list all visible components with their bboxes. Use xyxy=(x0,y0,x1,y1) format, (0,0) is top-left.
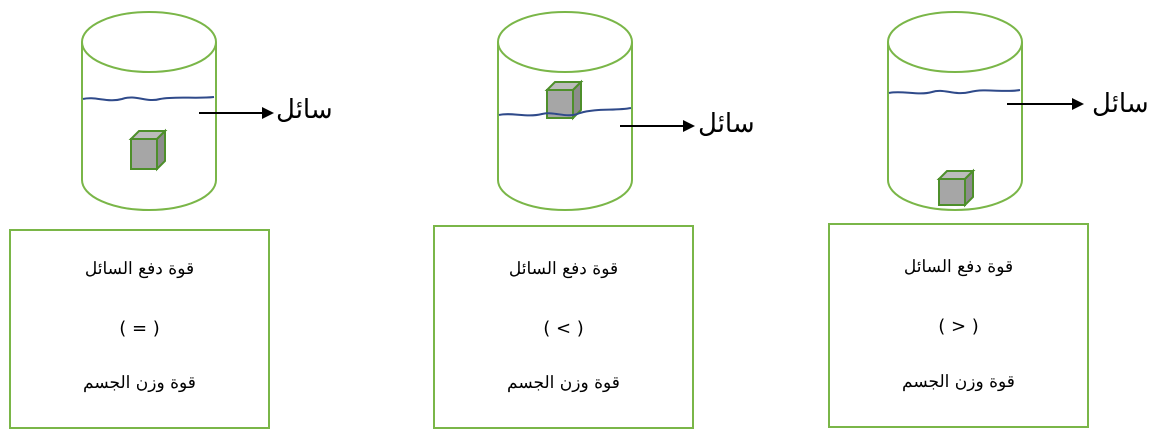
cube xyxy=(544,79,584,121)
comparison-sign: ( = ) xyxy=(119,318,160,339)
liquid-surface-line xyxy=(82,96,215,102)
info-box: قوة دفع السائل ( = ) قوة وزن الجسم xyxy=(9,229,270,429)
beaker-rim xyxy=(887,11,1023,73)
container-diagram xyxy=(497,11,695,211)
panel-sunk: سائل قوة دفع السائل ( > ) قوة وزن الجسم xyxy=(820,0,1149,432)
beaker xyxy=(497,11,633,211)
weight-force-label: قوة وزن الجسم xyxy=(902,372,1015,392)
buoyant-force-label: قوة دفع السائل xyxy=(508,259,619,279)
liquid-surface-line xyxy=(888,89,1021,95)
panel-submerged: سائل قوة دفع السائل ( = ) قوة وزن الجسم xyxy=(0,0,333,432)
weight-force-label: قوة وزن الجسم xyxy=(83,373,196,393)
liquid-label: سائل xyxy=(276,95,333,125)
cube xyxy=(128,128,168,172)
liquid-label: سائل xyxy=(1092,89,1149,119)
beaker-rim xyxy=(81,11,217,73)
beaker xyxy=(81,11,217,211)
arrow xyxy=(199,107,274,119)
beaker-rim xyxy=(497,11,633,73)
beaker xyxy=(887,11,1023,211)
liquid-surface-line xyxy=(498,107,632,117)
container-diagram xyxy=(887,11,1084,211)
panel-floating: سائل قوة دفع السائل ( < ) قوة وزن الجسم xyxy=(420,0,755,432)
arrow xyxy=(1007,98,1084,110)
info-box: قوة دفع السائل ( > ) قوة وزن الجسم xyxy=(828,223,1089,428)
arrow xyxy=(620,120,695,132)
buoyant-force-label: قوة دفع السائل xyxy=(84,259,195,279)
info-box: قوة دفع السائل ( < ) قوة وزن الجسم xyxy=(433,225,694,429)
cube xyxy=(936,168,976,208)
beaker-bottom xyxy=(497,179,633,211)
beaker-bottom xyxy=(887,179,1023,211)
buoyant-force-label: قوة دفع السائل xyxy=(903,257,1014,277)
comparison-sign: ( < ) xyxy=(543,318,584,339)
liquid-label: سائل xyxy=(698,109,755,139)
container-diagram xyxy=(81,11,274,211)
comparison-sign: ( > ) xyxy=(938,316,979,337)
weight-force-label: قوة وزن الجسم xyxy=(507,373,620,393)
beaker-bottom xyxy=(81,179,217,211)
